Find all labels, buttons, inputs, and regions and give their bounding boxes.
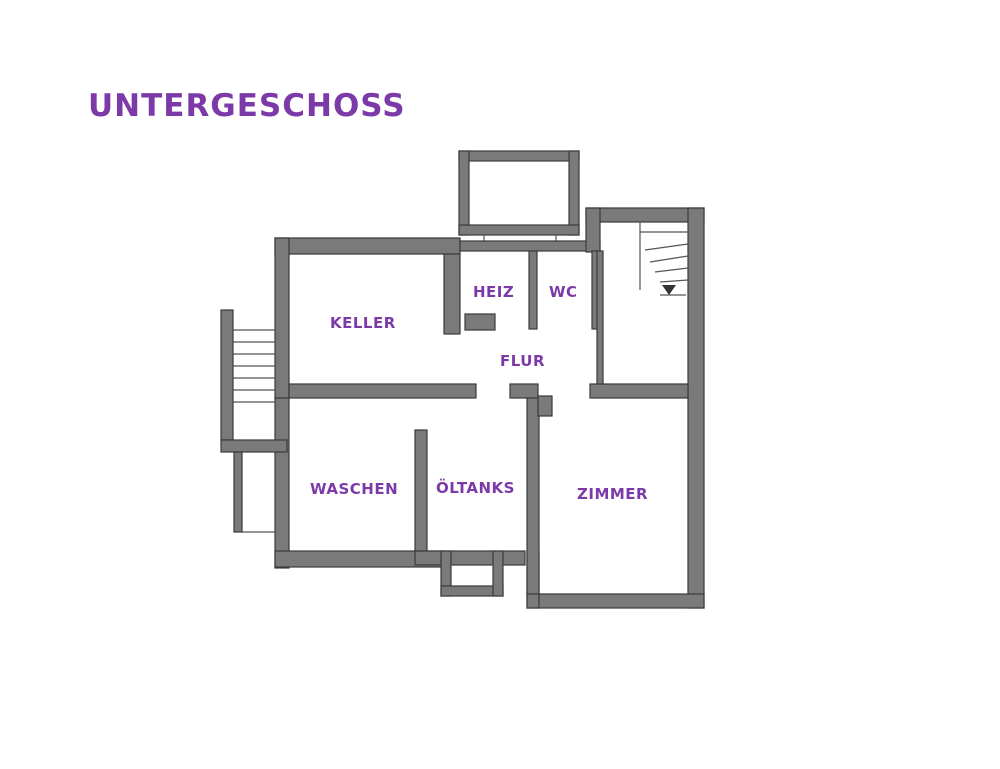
room-label-keller: KELLER [330,314,396,332]
light-well [458,150,580,250]
page-title: UNTERGESCHOSS [88,88,406,124]
stairs-upper [639,222,689,296]
interior-walls [288,250,689,595]
room-label-wc: WC [549,283,578,301]
room-label-heiz: HEIZ [473,283,514,301]
bottom-light-well [440,550,504,597]
exterior-stairs [220,309,288,533]
room-label-oeltanks: ÖLTANKS [436,478,515,497]
room-label-flur: FLUR [500,352,545,370]
room-label-waschen: WASCHEN [310,480,398,498]
room-label-zimmer: ZIMMER [577,485,648,503]
